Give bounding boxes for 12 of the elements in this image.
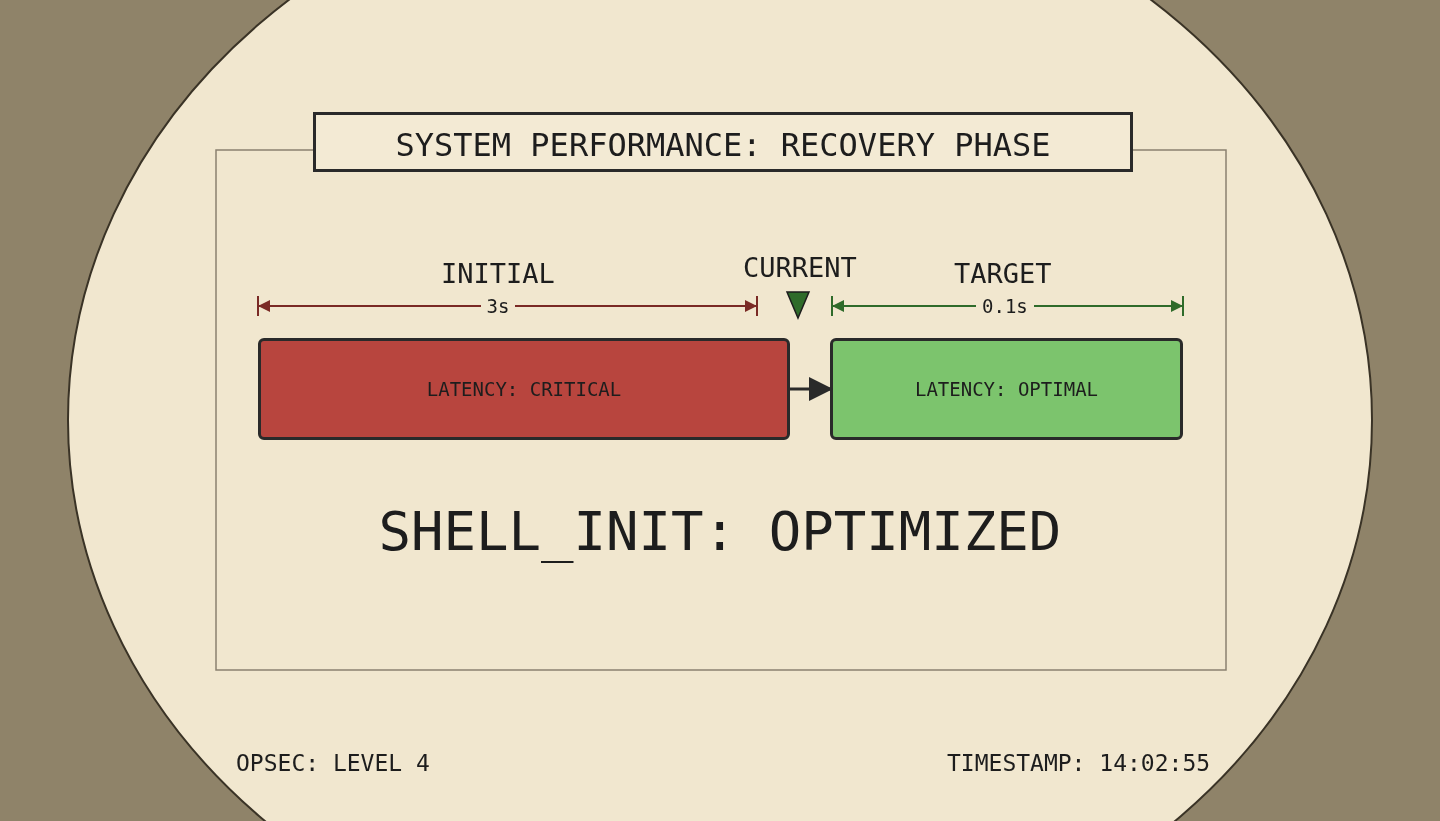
- bar-label: LATENCY: OPTIMAL: [915, 378, 1098, 400]
- optimal-latency-bar: [830, 338, 1183, 440]
- chevron-arrow: [790, 377, 833, 401]
- bar-label: LATENCY: CRITICAL: [426, 378, 622, 400]
- critical-latency-bar: [258, 338, 790, 440]
- footer-text: TIMESTAMP: 14:02:55: [947, 750, 1211, 776]
- dimension-label: INITIAL: [441, 258, 555, 289]
- title-box: SYSTEM PERFORMANCE: RECOVERY PHASE: [313, 112, 1133, 172]
- marker-label: CURRENT: [743, 252, 857, 283]
- dimension-label: TARGET: [954, 258, 1052, 289]
- footer-text: OPSEC: LEVEL 4: [236, 750, 430, 776]
- status-heading: SHELL_INIT: OPTIMIZED: [378, 500, 1062, 563]
